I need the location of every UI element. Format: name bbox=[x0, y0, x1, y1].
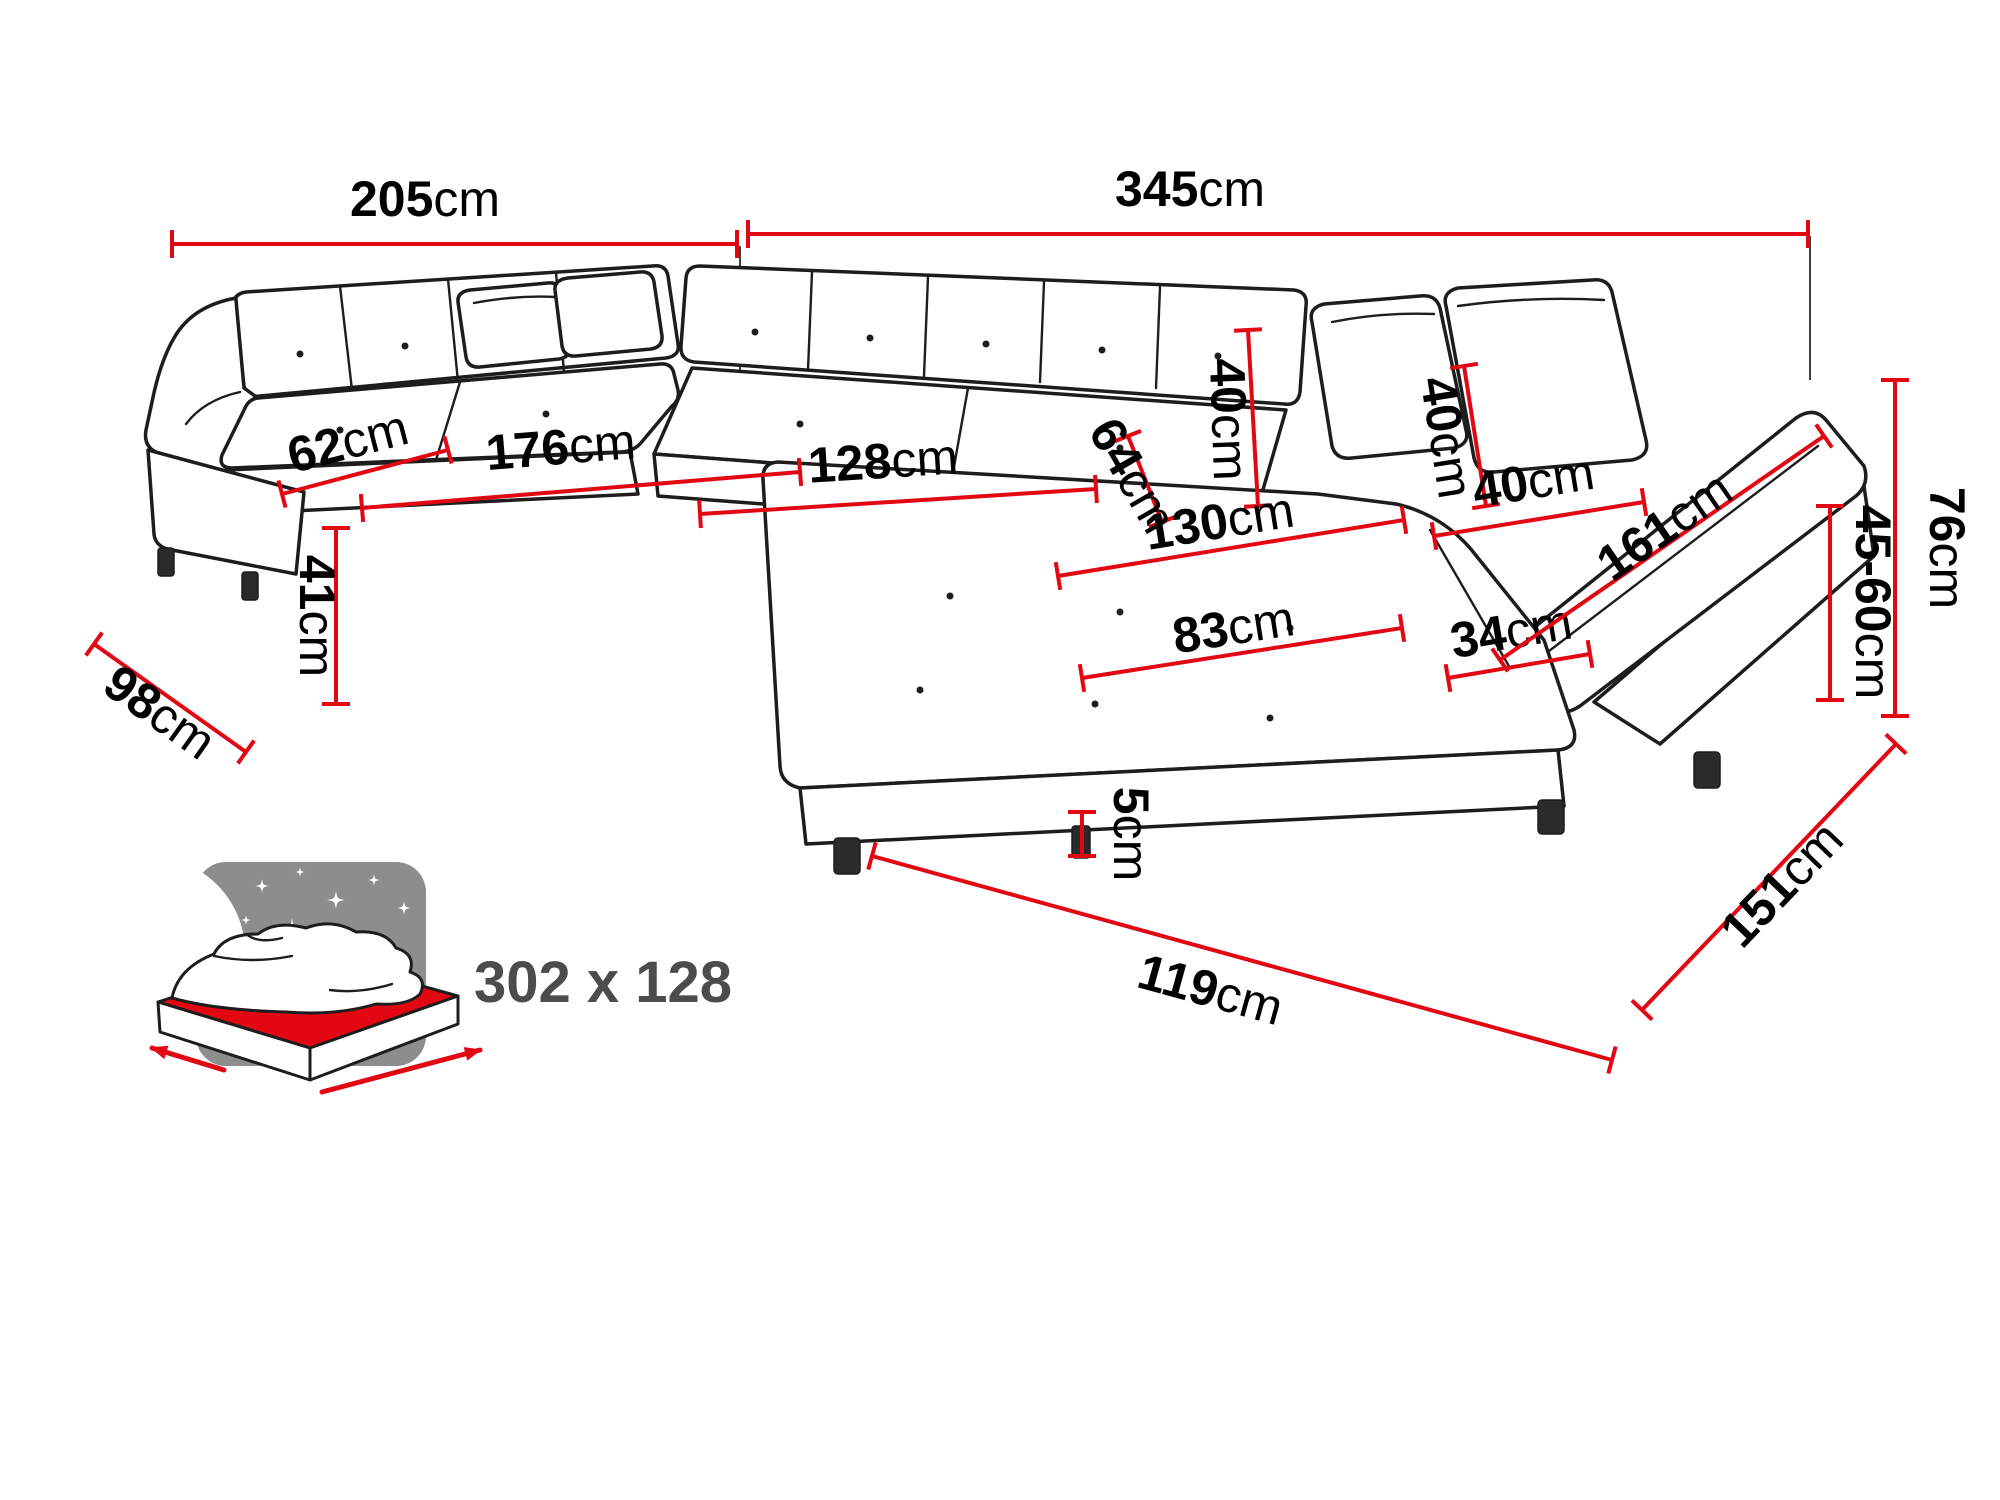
dim-armrest-height-range: 45-60cm bbox=[1816, 504, 1901, 702]
dim-wall-back: 345cm bbox=[746, 161, 1810, 248]
dimension-label: 45-60cm bbox=[1845, 505, 1901, 700]
middle-seat-seam bbox=[950, 386, 970, 480]
duvet-crease bbox=[212, 954, 294, 962]
middle-backrest-tufts bbox=[751, 328, 1222, 360]
corner-pillow-left bbox=[456, 281, 572, 369]
dimension-label: 40cm bbox=[1199, 357, 1259, 481]
right-chaise-tufts bbox=[916, 592, 1294, 722]
dim-left-depth: 98cm bbox=[84, 631, 256, 770]
dimension-label: 151cm bbox=[1710, 811, 1854, 958]
corner-pillow-right bbox=[553, 270, 664, 358]
duvet-crease bbox=[328, 982, 394, 993]
unfold-arrow-left bbox=[149, 1045, 227, 1073]
duvet-crease bbox=[244, 932, 284, 942]
dim-front-width: 119cm bbox=[866, 841, 1618, 1075]
dimension-label: 83cm bbox=[1169, 590, 1298, 664]
dim-left-seat-width: 176cm bbox=[358, 413, 804, 523]
sofa-leg bbox=[1693, 751, 1721, 789]
dim-overall-height: 76cm bbox=[1881, 378, 1975, 718]
dim-wall-left: 205cm bbox=[170, 171, 739, 258]
middle-backrest bbox=[679, 264, 1308, 406]
sofa-leg bbox=[157, 547, 175, 577]
dimension-line bbox=[866, 841, 1618, 1075]
dimension-label: 205cm bbox=[350, 171, 500, 227]
dim-backrest-height: 40cm bbox=[1199, 327, 1273, 509]
dimension-line bbox=[1233, 327, 1273, 509]
dimension-line bbox=[1053, 505, 1409, 591]
dimension-label: 345cm bbox=[1115, 161, 1265, 217]
sofa-leg bbox=[833, 837, 861, 875]
dimension-label: 5cm bbox=[1103, 787, 1159, 881]
dimension-line bbox=[1077, 613, 1407, 693]
dimension-line bbox=[1630, 732, 1908, 1022]
dimension-line bbox=[697, 474, 1099, 529]
sleeping-function-icon: 302 x 128 bbox=[55, 857, 732, 1095]
dim-right-depth: 151cm bbox=[1630, 732, 1908, 1022]
dimension-label: 128cm bbox=[806, 428, 959, 493]
dimension-line bbox=[1449, 361, 1501, 511]
left-armrest-crease bbox=[184, 390, 242, 426]
dimension-line bbox=[1490, 423, 1834, 673]
dim-mid-seat-width: 128cm bbox=[697, 428, 1099, 529]
sofa-leg bbox=[241, 571, 259, 601]
unfold-arrow-right bbox=[319, 1047, 483, 1095]
dimension-annotations: 205cm 345cm 62cm 176cm 128cm 64cm 40cm bbox=[84, 161, 1975, 1075]
dimension-label: 76cm bbox=[1919, 487, 1975, 609]
corner-pillow-left-crease bbox=[472, 295, 558, 305]
dimension-label: 119cm bbox=[1132, 943, 1289, 1036]
left-seat-tufts bbox=[336, 410, 550, 434]
left-chaise-front-panel bbox=[146, 448, 306, 576]
dimension-label: 130cm bbox=[1141, 482, 1298, 561]
dimension-label: 41cm bbox=[289, 555, 345, 677]
mattress-side-right bbox=[308, 994, 460, 1082]
sleeping-area-size: 302 x 128 bbox=[474, 950, 732, 1015]
dim-leg-height: 5cm bbox=[1068, 787, 1159, 881]
dimension-line bbox=[84, 631, 256, 765]
dim-chaise-length: 83cm bbox=[1077, 590, 1407, 693]
bed-icon bbox=[149, 922, 483, 1095]
right-pillow-small-crease bbox=[1330, 312, 1436, 324]
dim-chaise-width: 130cm bbox=[1053, 482, 1409, 591]
right-pillow-large-crease bbox=[1456, 297, 1606, 308]
middle-backrest-seams bbox=[806, 270, 1162, 390]
dimension-label: 176cm bbox=[484, 413, 638, 481]
dim-seat-height: 41cm bbox=[289, 526, 350, 706]
dimension-label: 98cm bbox=[94, 654, 226, 770]
sofa-leg bbox=[1537, 799, 1565, 835]
